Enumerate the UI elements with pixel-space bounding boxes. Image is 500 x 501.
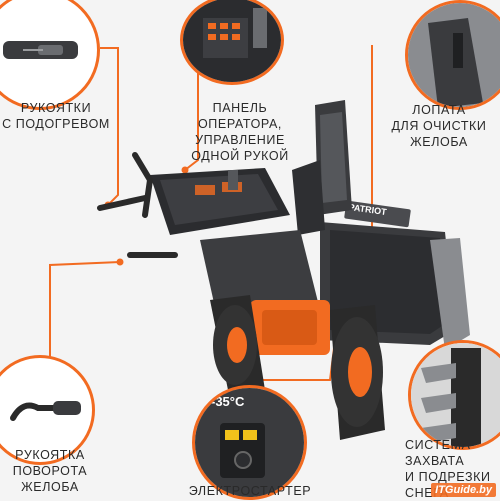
handlebars (97, 152, 178, 258)
electric-starter-detail: -35°C (192, 385, 307, 500)
label-operator-panel: ПАНЕЛЬ ОПЕРАТОРА, УПРАВЛЕНИЕ ОДНОЙ РУКОЙ (191, 101, 289, 163)
chute-shovel-detail (405, 0, 500, 110)
temperature-label: -35°C (211, 394, 245, 409)
chute (292, 100, 352, 235)
heated-grip-icon (3, 41, 78, 59)
panel-closeup-icon (183, 0, 281, 82)
shovel-icon (408, 3, 500, 107)
label-electric-starter: ЭЛЕКТРОСТАРТЕР (188, 484, 312, 498)
label-chute-rotation-handle: РУКОЯТКА ПОВОРОТА ЖЕЛОБА (12, 448, 88, 494)
tracks (210, 295, 385, 440)
label-chute-shovel: ЛОПАТА ДЛЯ ОЧИСТКИ ЖЕЛОБА (391, 103, 487, 149)
label-heated-handles: РУКОЯТКИ С ПОДОГРЕВОМ (2, 101, 110, 131)
auger-closeup-icon (411, 343, 500, 447)
capture-system-detail (408, 340, 500, 450)
chute-rotation-handle-detail (0, 355, 95, 465)
operator-panel-detail (180, 0, 284, 85)
control-panel (150, 168, 290, 235)
watermark[interactable]: ITGuide.by (431, 483, 496, 497)
starter-closeup-icon (195, 388, 304, 497)
crank-handle-icon (10, 401, 81, 421)
